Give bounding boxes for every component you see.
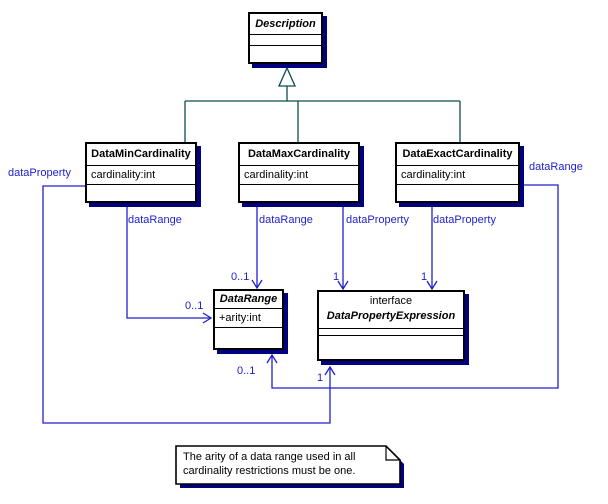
class-attribute: cardinality:int xyxy=(87,166,195,185)
edge-max-dataproperty[interactable] xyxy=(337,204,349,291)
uml-note-text: The arity of a data range used in all ca… xyxy=(183,450,355,478)
interface-stereotype: interface xyxy=(369,295,413,307)
edge-exact-datarange-line xyxy=(271,184,559,389)
class-operations-compartment xyxy=(397,185,518,201)
arrowhead-up-icon xyxy=(324,365,336,376)
multiplicity-label[interactable]: 1 xyxy=(317,372,324,384)
edge-exact-datarange[interactable] xyxy=(266,184,559,389)
multiplicity-label[interactable]: 0..1 xyxy=(231,271,250,283)
class-operations-compartment xyxy=(319,336,463,359)
class-title: DataMaxCardinality xyxy=(240,144,358,166)
class-operations-compartment xyxy=(215,328,282,348)
class-attribute: +arity:int xyxy=(215,309,282,328)
arrowhead-down-icon xyxy=(337,280,349,291)
edge-min-datarange[interactable] xyxy=(126,204,213,324)
class-attributes-compartment xyxy=(250,35,321,46)
class-description[interactable]: Description xyxy=(248,12,323,64)
multiplicity-label[interactable]: 0..1 xyxy=(237,365,256,377)
edge-label-datarange[interactable]: dataRange xyxy=(529,161,583,173)
class-data-exact-cardinality[interactable]: DataExactCardinality cardinality:int xyxy=(395,142,520,203)
class-title: DataPropertyExpression xyxy=(326,310,456,322)
arrowhead-up-icon xyxy=(266,353,278,364)
edge-max-datarange[interactable] xyxy=(251,204,263,290)
multiplicity-label[interactable]: 1 xyxy=(333,271,340,283)
class-attribute: cardinality:int xyxy=(397,166,518,185)
arrowhead-right-icon xyxy=(202,312,213,324)
uml-note-shape[interactable] xyxy=(175,445,404,488)
note-line: cardinality restrictions must be one. xyxy=(183,465,356,477)
edge-min-dataproperty[interactable] xyxy=(42,185,336,424)
class-title: Description xyxy=(250,14,321,35)
class-data-min-cardinality[interactable]: DataMinCardinality cardinality:int xyxy=(85,142,197,203)
arrowhead-down-icon xyxy=(251,279,263,290)
edge-label-dataproperty[interactable]: dataProperty xyxy=(433,214,496,226)
multiplicity-label[interactable]: 1 xyxy=(421,271,428,283)
class-data-range[interactable]: DataRange +arity:int xyxy=(213,289,284,350)
edge-label-dataproperty[interactable]: dataProperty xyxy=(8,167,71,179)
class-title: DataMinCardinality xyxy=(87,144,195,166)
note-body xyxy=(175,445,401,485)
class-operations-compartment xyxy=(87,185,195,201)
arrowhead-down-icon xyxy=(426,280,438,291)
edge-min-datarange-line xyxy=(126,204,211,319)
generalization-arrowhead xyxy=(277,66,297,87)
class-attribute: cardinality:int xyxy=(240,166,358,185)
edge-label-datarange[interactable]: dataRange xyxy=(259,214,313,226)
class-operations-compartment xyxy=(240,185,358,201)
interface-data-property-expression[interactable]: interface DataPropertyExpression xyxy=(317,290,465,361)
class-operations-compartment xyxy=(250,46,321,62)
class-attributes-compartment xyxy=(319,329,463,336)
edge-min-dataproperty-line xyxy=(42,185,331,424)
note-fold-icon xyxy=(385,446,400,461)
edge-label-datarange[interactable]: dataRange xyxy=(128,214,182,226)
class-title: DataExactCardinality xyxy=(397,144,518,166)
class-data-max-cardinality[interactable]: DataMaxCardinality cardinality:int xyxy=(238,142,360,203)
class-title: DataRange xyxy=(215,291,282,309)
edge-label-dataproperty[interactable]: dataProperty xyxy=(346,214,409,226)
edge-exact-dataproperty[interactable] xyxy=(426,204,438,291)
note-line: The arity of a data range used in all xyxy=(183,451,356,463)
multiplicity-label[interactable]: 0..1 xyxy=(185,300,204,312)
interface-title-compartment: interface DataPropertyExpression xyxy=(319,292,463,329)
generalization-edges[interactable] xyxy=(184,66,461,143)
